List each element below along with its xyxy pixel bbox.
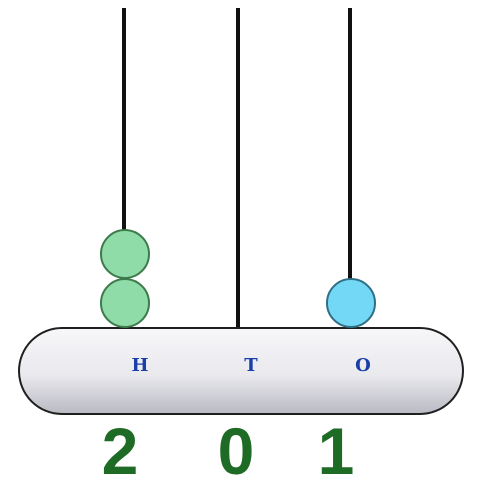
abacus-base bbox=[18, 327, 464, 415]
digit-ones: 1 bbox=[317, 414, 355, 488]
bead-hundreds-1 bbox=[100, 278, 150, 328]
beads-layer bbox=[100, 229, 376, 328]
digit-hundreds: 2 bbox=[101, 414, 139, 488]
place-label-tens: T bbox=[244, 355, 258, 376]
rods-layer bbox=[122, 8, 352, 328]
bead-ones-1 bbox=[326, 278, 376, 328]
place-label-hundreds: H bbox=[131, 355, 148, 376]
place-label-ones: O bbox=[355, 355, 371, 376]
digit-tens: 0 bbox=[217, 414, 255, 488]
bead-hundreds-2 bbox=[100, 229, 150, 279]
